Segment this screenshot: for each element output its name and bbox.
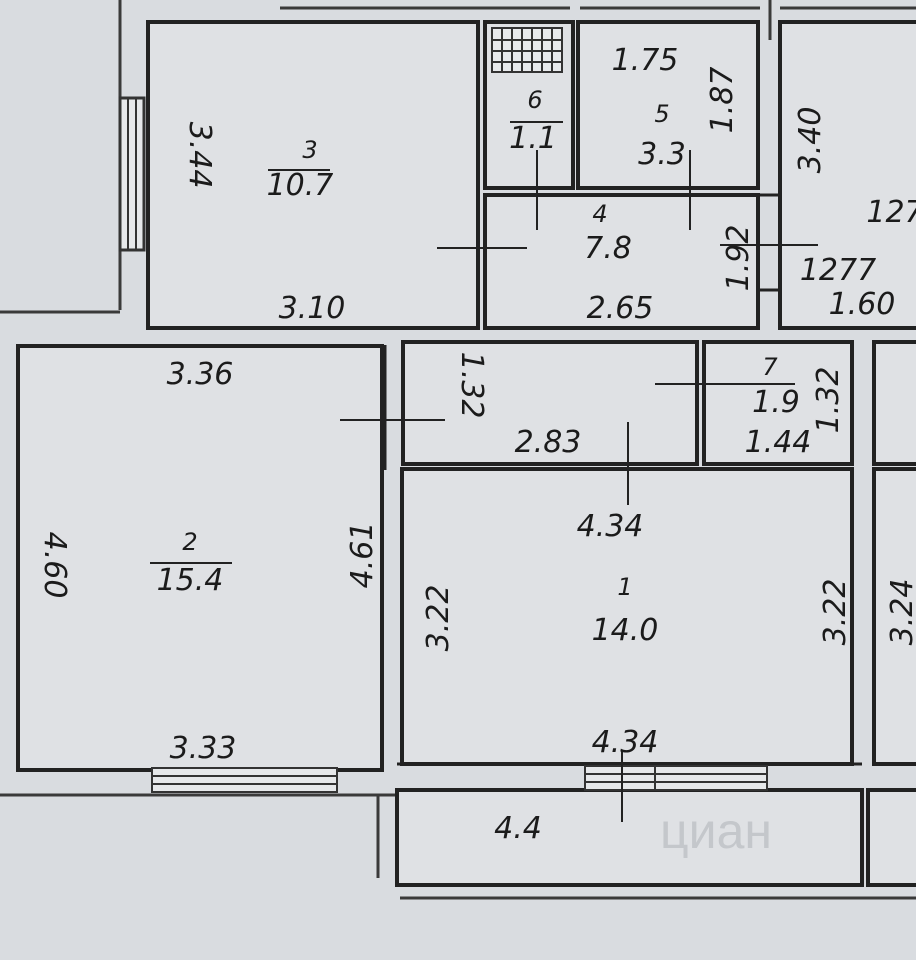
dim-corr-width: 2.83	[515, 425, 582, 460]
dim-r3-height: 3.44	[182, 122, 217, 189]
dim-right-160: 1.60	[829, 287, 896, 322]
dim-balcony: 4.4	[494, 811, 542, 846]
room-4	[483, 193, 760, 330]
stove-icon	[491, 27, 563, 73]
room-5-number: 5	[654, 100, 669, 128]
room-5	[576, 20, 760, 190]
room-right-top	[778, 20, 916, 330]
dim-corr-side: 1.32	[454, 352, 489, 419]
room-7-area: 1.9	[752, 385, 800, 420]
room-4-number: 4	[592, 200, 607, 228]
room-7-number: 7	[762, 353, 778, 381]
window-bottom-left	[151, 767, 338, 793]
dim-right-127b: 1277	[800, 253, 876, 288]
dim-r4-side: 1.92	[721, 225, 756, 292]
room-7	[702, 340, 854, 466]
room-6-number: 6	[527, 86, 542, 114]
dim-r5-top: 1.75	[612, 43, 679, 78]
dim-r2-left: 4.60	[37, 532, 72, 599]
section-lines	[150, 121, 818, 822]
dim-r1-right: 3.22	[818, 579, 853, 646]
room-right-bottom	[872, 467, 916, 766]
room-3	[146, 20, 480, 330]
dim-r2-right: 4.61	[345, 522, 380, 589]
room-1-number: 1	[617, 573, 632, 601]
balcony	[395, 788, 864, 887]
room-2-number: 2	[182, 528, 197, 556]
dim-r2-bottom: 3.33	[170, 731, 237, 766]
window-left	[118, 96, 146, 252]
window-bottom-right	[584, 765, 768, 791]
room-2-area: 15.4	[157, 563, 224, 598]
room-1-area: 14.0	[592, 613, 659, 648]
room-6-area: 1.1	[509, 121, 557, 156]
room-3-area: 10.7	[267, 168, 334, 203]
wall-gaps	[383, 193, 862, 766]
dimension-labels: 3.10 1.75 2.65 127 1277 1.60 3.36 2.83 1…	[37, 43, 916, 846]
dim-r2-top: 3.36	[167, 357, 234, 392]
corridor	[401, 340, 699, 466]
room-4-area: 7.8	[584, 231, 632, 266]
room-5-area: 3.3	[638, 137, 686, 172]
room-3-number: 3	[302, 136, 317, 164]
dim-r1-top: 4.34	[577, 509, 644, 544]
context-walls	[0, 0, 916, 900]
room-right-mid	[872, 340, 916, 466]
balcony-right	[866, 788, 916, 887]
watermark-text: циан	[660, 803, 772, 859]
dim-r3-width: 3.10	[279, 291, 346, 326]
dim-r5-side: 1.87	[705, 67, 740, 134]
room-walls	[16, 20, 916, 887]
room-1	[400, 467, 854, 766]
dim-right-340: 3.40	[793, 107, 828, 174]
room-labels: 3 10.7 6 1.1 5 3.3 4 7.8 7 1.9 2 15.4 1 …	[157, 86, 800, 648]
dim-far-right: 3.24	[885, 579, 916, 646]
dim-r1-bottom: 4.34	[592, 725, 659, 760]
dim-right-127a: 127	[866, 195, 916, 230]
dim-r7-width: 1.44	[745, 425, 812, 460]
dim-r7-side: 1.32	[811, 367, 846, 434]
dim-r4-width: 2.65	[587, 291, 654, 326]
dim-r1-left: 3.22	[421, 585, 456, 652]
